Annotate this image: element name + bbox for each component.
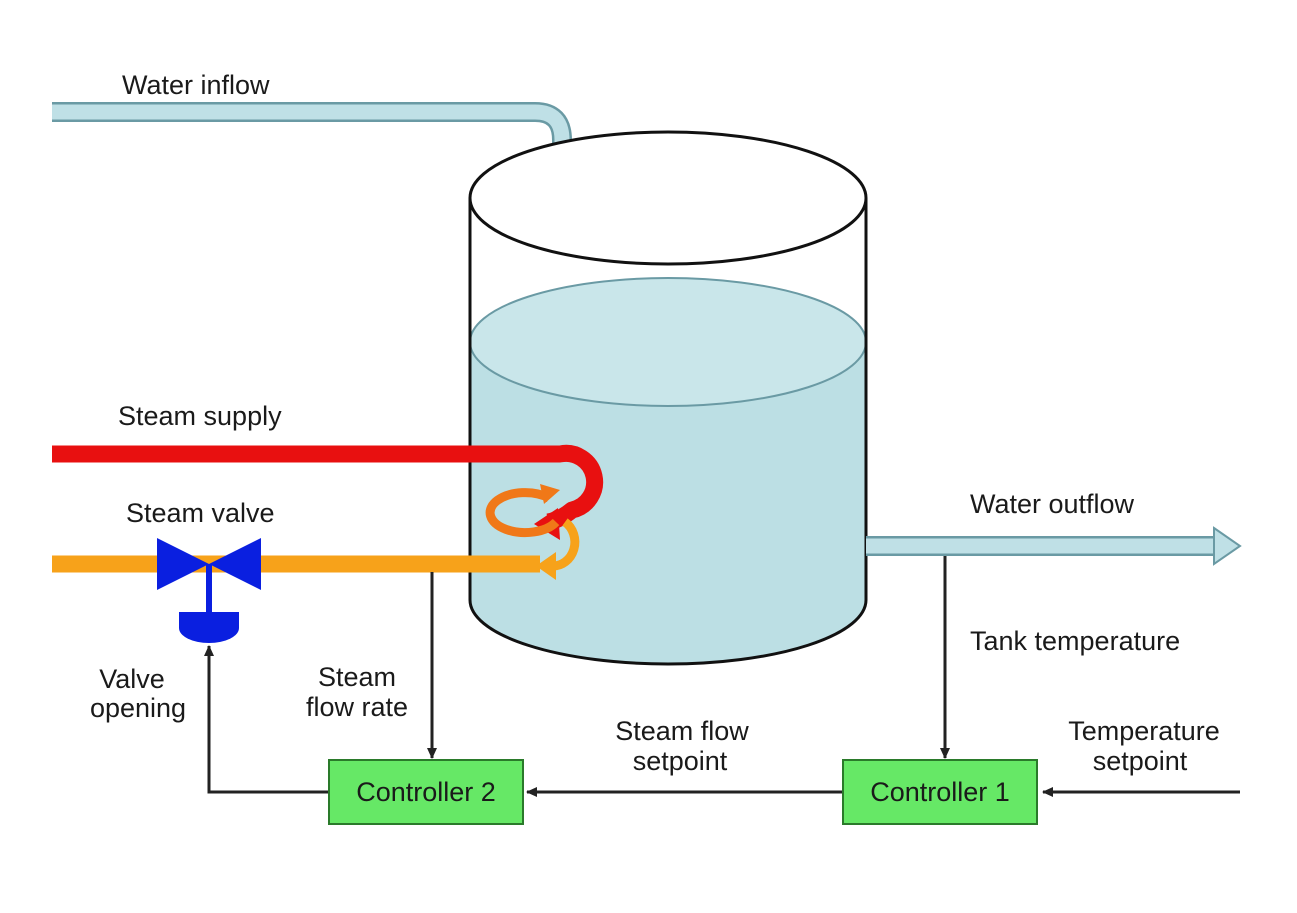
valve-opening-line	[204, 645, 329, 794]
controller-2: Controller 2	[328, 759, 524, 825]
controller-2-label: Controller 2	[356, 777, 496, 807]
steam-flow-rate-label-line1: Steam	[318, 662, 396, 692]
water-inflow-label: Water inflow	[122, 70, 270, 100]
steam-flow-rate-label-line2: flow rate	[306, 692, 408, 722]
temperature-setpoint-label-line2: setpoint	[1093, 746, 1188, 776]
steam-flow-setpoint-label-line2: setpoint	[633, 746, 728, 776]
tank-top-rim	[468, 130, 868, 266]
signal-lines	[204, 556, 1240, 797]
valve-opening-label-line1: Valve	[99, 664, 165, 694]
steam-supply-label: Steam supply	[118, 401, 282, 431]
steam-valve	[157, 538, 261, 643]
steam-valve-label: Steam valve	[126, 498, 275, 528]
water-outflow-label: Water outflow	[970, 489, 1135, 519]
tank-temperature-label: Tank temperature	[970, 626, 1180, 656]
tank	[468, 130, 868, 666]
controller-1-label: Controller 1	[870, 777, 1010, 807]
water-outflow-pipe	[866, 526, 1242, 566]
steam-flow-setpoint-label-line1: Steam flow	[615, 716, 749, 746]
water-surface	[469, 277, 867, 407]
temperature-setpoint-label-line1: Temperature	[1068, 716, 1220, 746]
controller-1: Controller 1	[842, 759, 1038, 825]
steam-return-pipe	[52, 484, 580, 580]
valve-opening-label-line2: opening	[90, 693, 186, 723]
